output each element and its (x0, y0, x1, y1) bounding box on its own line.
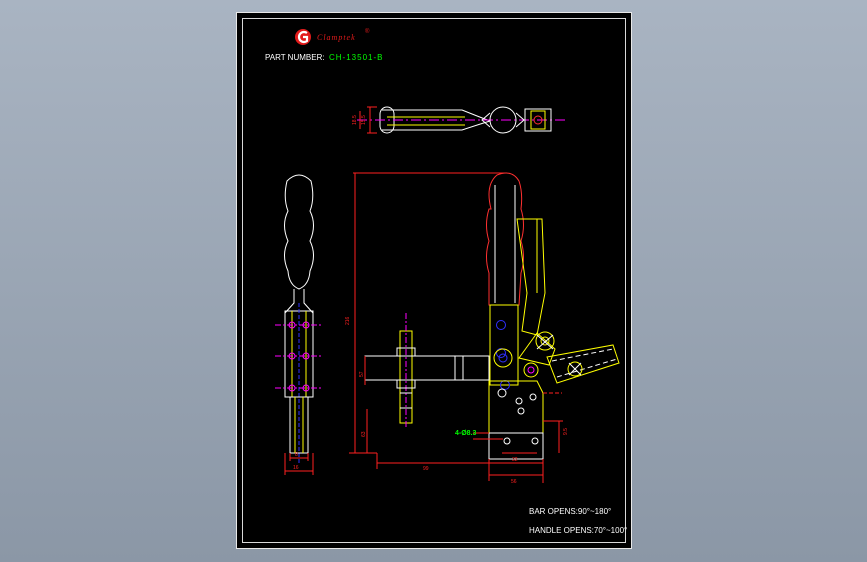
dim-depth: 57 (359, 371, 365, 377)
dim-base-inner: 32 (512, 457, 518, 463)
technical-drawing: 15.5 18.5 8 16 (275, 106, 620, 485)
logo: Clamptek ® (293, 27, 413, 47)
drawing-sheet: Clamptek ® PART NUMBER: CH-13501-B BAR O… (236, 12, 632, 549)
dim-base-outer: 56 (511, 479, 517, 485)
dim-top-width-2: 18.5 (352, 115, 358, 125)
dim-lower-height: 63 (361, 431, 367, 437)
dim-top-width-1: 15.5 (361, 115, 367, 125)
dim-offset: 9.5 (563, 428, 569, 435)
brand-name: Clamptek (317, 33, 356, 42)
hole-callout: 4-Ø8.3 (455, 430, 477, 437)
brand-registered-mark: ® (365, 29, 370, 35)
dim-side-width-1: 8 (295, 452, 298, 458)
part-number-value: CH-13501-B (329, 53, 384, 62)
bar-opens-spec: BAR OPENS:90°~180° (529, 507, 612, 516)
handle-opens-spec: HANDLE OPENS:70°~100° (529, 526, 628, 535)
top-view (357, 106, 567, 134)
part-number-label: PART NUMBER: (265, 53, 325, 62)
dim-spindle-length: 99 (423, 466, 429, 472)
front-view (349, 172, 620, 483)
dim-side-width-2: 16 (293, 465, 299, 471)
side-view (275, 174, 323, 475)
clamptek-logo-icon (295, 29, 311, 45)
dim-overall-height: 216 (345, 316, 351, 325)
drawing-frame (242, 18, 626, 543)
